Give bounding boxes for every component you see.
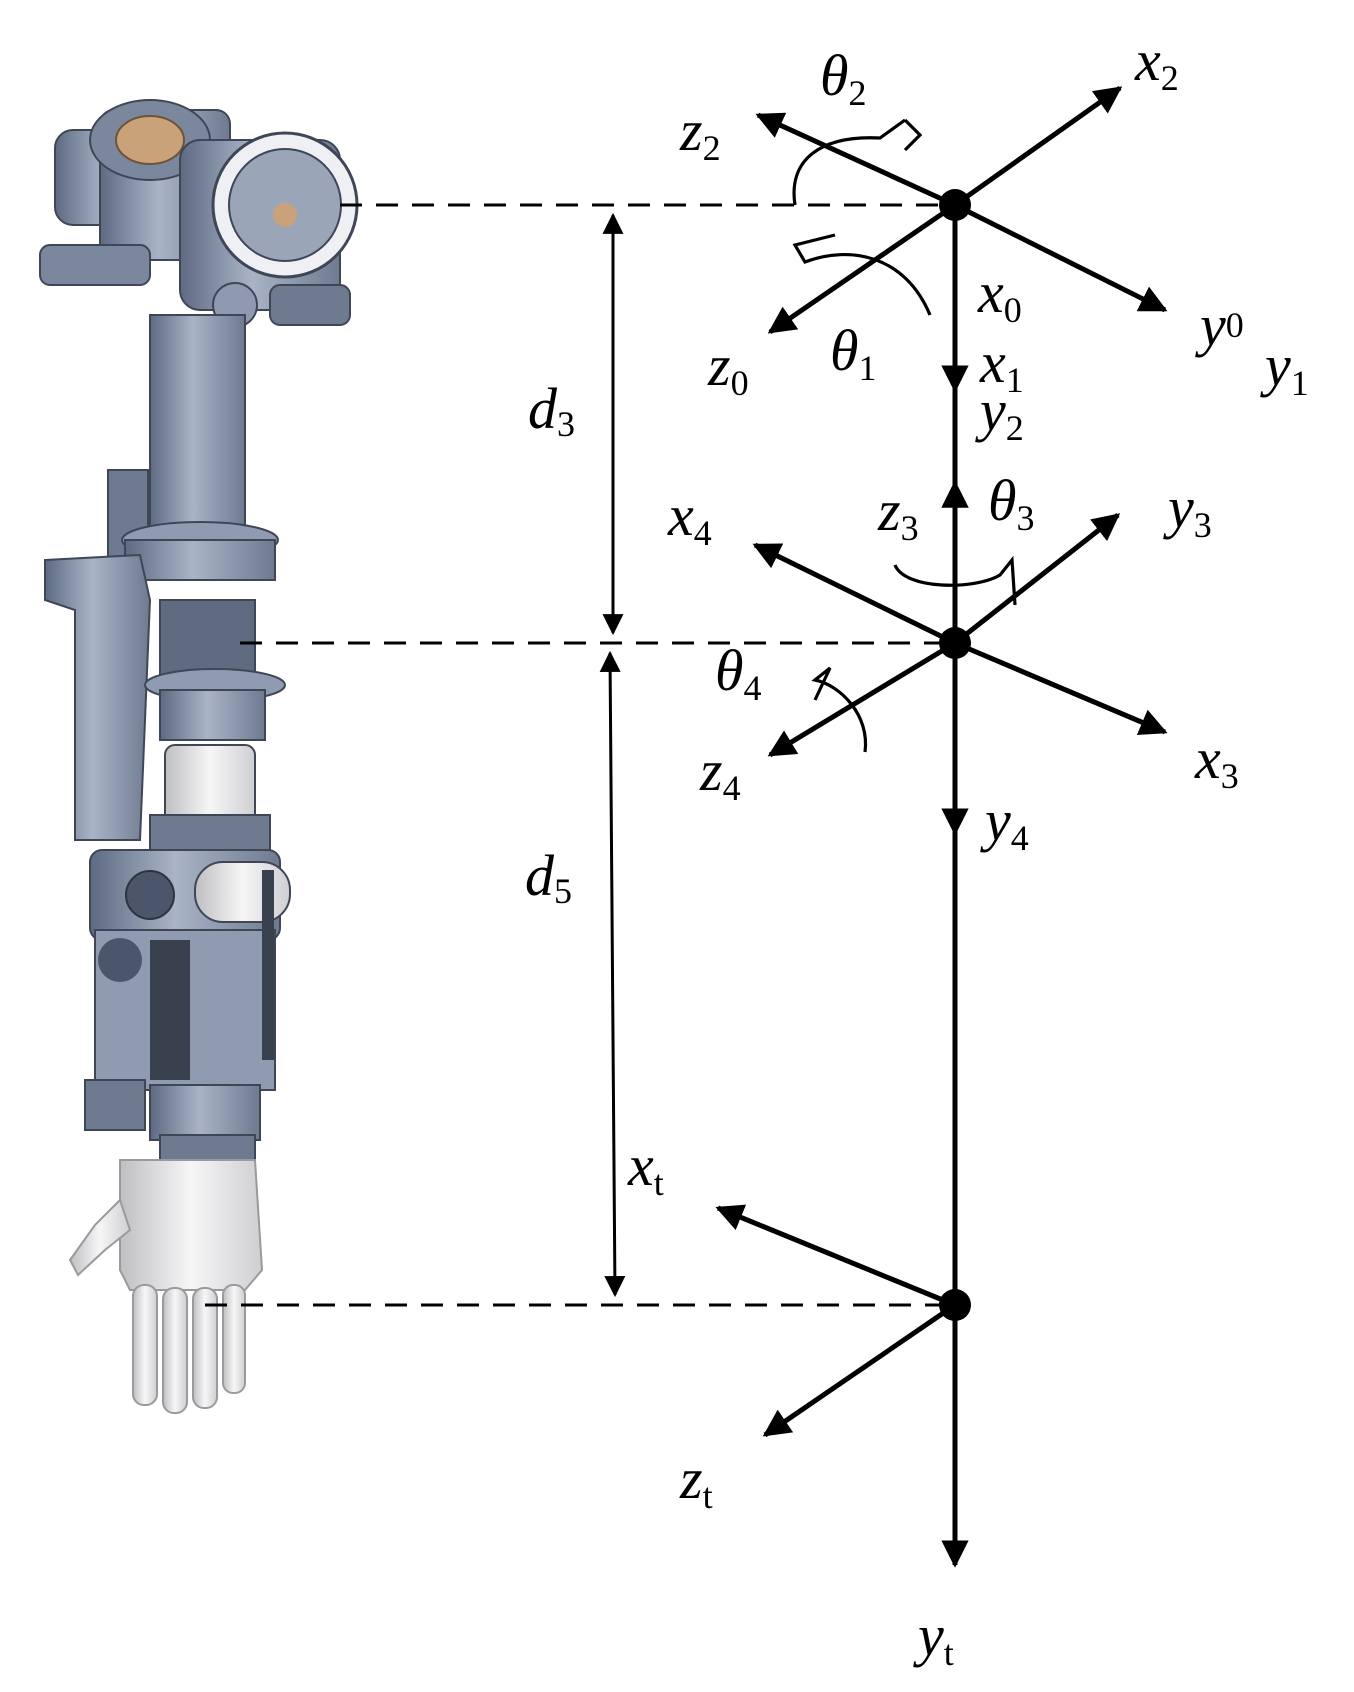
x3-axis <box>954 640 1168 736</box>
zt-axis <box>762 1302 957 1438</box>
x2-axis <box>953 85 1123 208</box>
tool-frame <box>715 1204 971 1438</box>
x0-label: x0 <box>977 260 1022 330</box>
y0-label: y0 <box>1195 293 1244 358</box>
elbow-joint <box>44 553 286 856</box>
z3-label: z3 <box>877 478 919 548</box>
robot-hand <box>68 1159 264 1414</box>
theta1-label: θ1 <box>830 318 877 388</box>
theta1-rotation-arc <box>792 233 932 316</box>
y1-label: y1 <box>1260 333 1309 403</box>
y4-label: y4 <box>980 788 1029 858</box>
svg-text:d5: d5 <box>525 843 572 911</box>
d3-symbol: d <box>528 376 558 441</box>
z2-label: z2 <box>679 98 721 168</box>
x3-label: x3 <box>1194 726 1239 796</box>
upper-arm <box>107 314 279 581</box>
y0-axis <box>953 202 1168 313</box>
y3-axis <box>953 513 1121 645</box>
dimension-d3: d3 <box>528 212 624 636</box>
xt-axis <box>715 1204 956 1308</box>
z4-axis <box>767 640 957 758</box>
xt-label: xt <box>627 1133 664 1203</box>
z0-label: z0 <box>707 333 749 403</box>
theta4-label: θ4 <box>715 638 762 708</box>
d5-symbol: d <box>525 843 555 908</box>
x4-label: x4 <box>667 483 712 553</box>
y3-label: y3 <box>1163 475 1212 545</box>
forearm <box>84 849 291 1161</box>
svg-text:d3: d3 <box>528 376 575 444</box>
d3-subscript: 3 <box>557 404 575 444</box>
x4-axis <box>752 542 957 646</box>
d5-subscript: 5 <box>554 871 572 911</box>
z2-axis <box>755 112 957 208</box>
zt-label: zt <box>679 1446 713 1516</box>
elbow-frames <box>752 513 1168 758</box>
theta2-rotation-arc <box>792 118 906 206</box>
robot-arm-illustration <box>39 99 359 1414</box>
axis-labels: x2 z2 θ2 x0 y0 y1 z0 θ1 x1 y2 x4 z3 θ3 y… <box>627 28 1309 1673</box>
shoulder-frames <box>755 85 1168 335</box>
theta3-label: θ3 <box>988 468 1035 538</box>
x2-label: x2 <box>1134 28 1179 98</box>
theta2-label: θ2 <box>820 43 867 113</box>
shoulder-joint <box>39 99 359 328</box>
z0-axis <box>767 202 957 335</box>
theta3-rotation-arc <box>893 555 1017 606</box>
reference-lines <box>205 203 955 1307</box>
y2-label: y2 <box>975 378 1024 448</box>
z4-label: z4 <box>699 738 741 808</box>
dimension-d5: d5 <box>525 650 626 1298</box>
x1-label: x1 <box>979 330 1024 400</box>
yt-label: yt <box>913 1603 954 1673</box>
theta4-rotation-arc <box>811 666 868 753</box>
